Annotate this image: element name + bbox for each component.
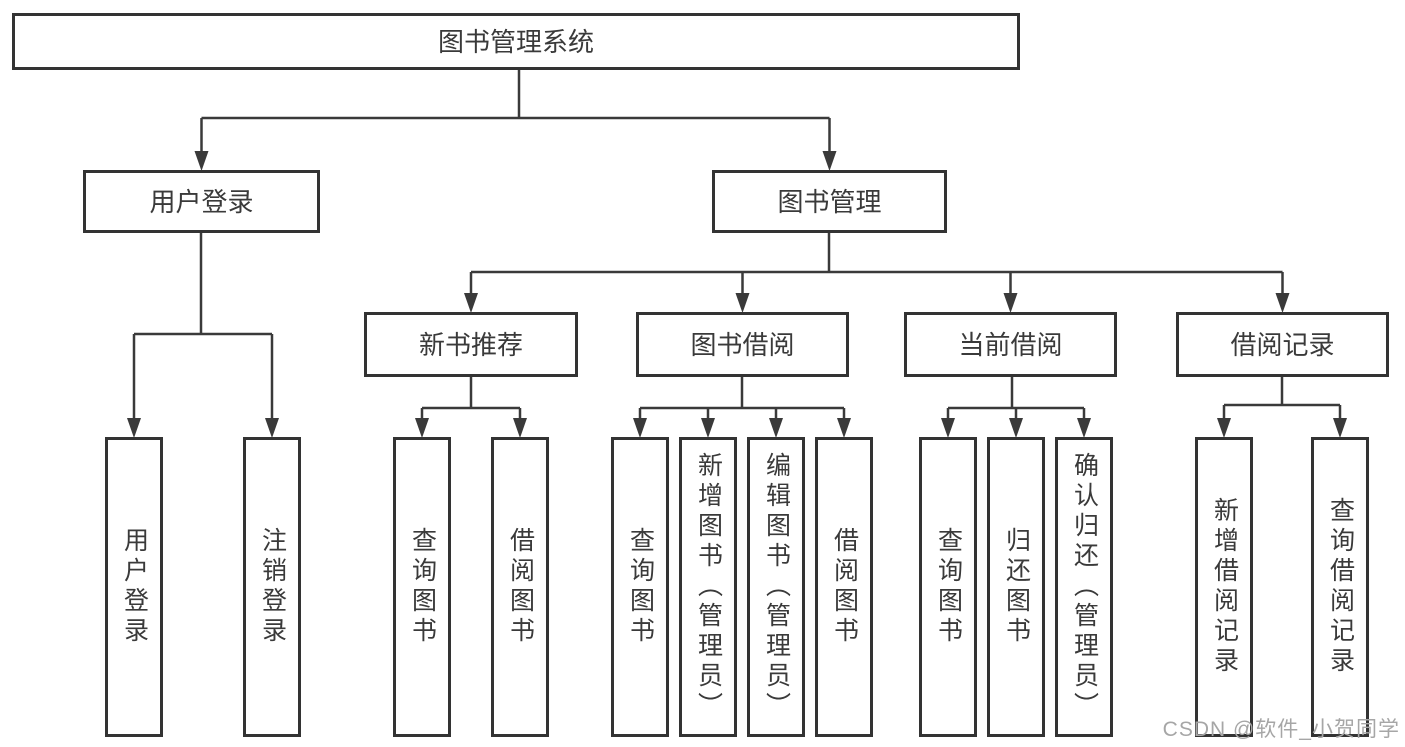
node-box-borrow: 图书借阅 [636,312,849,377]
node-box-leaf-user-login: 用户登录 [105,437,163,737]
node-box-leaf-bw-borrow: 借阅图书 [815,437,873,737]
node-label-leaf-cur-query: 查询图书 [934,527,963,647]
node-label-leaf-bw-edit: 编辑图书（管理员） [762,452,791,722]
node-label-leaf-logout: 注销登录 [258,527,287,647]
arrowhead-icon [822,151,837,171]
node-box-login: 用户登录 [83,170,320,233]
arrowhead-icon [735,293,750,313]
node-box-leaf-logout: 注销登录 [243,437,301,737]
node-label-leaf-nb-borrow: 借阅图书 [506,527,535,647]
node-label-leaf-bw-query: 查询图书 [626,527,655,647]
node-label-leaf-rec-add: 新增借阅记录 [1210,497,1239,677]
node-label-leaf-nb-query: 查询图书 [408,527,437,647]
arrowhead-icon [1009,418,1023,438]
node-label-leaf-cur-return: 归还图书 [1002,527,1031,647]
node-box-current: 当前借阅 [904,312,1117,377]
node-box-leaf-nb-query: 查询图书 [393,437,451,737]
node-label-borrow: 图书借阅 [690,329,795,360]
arrowhead-icon [1003,293,1018,313]
node-box-newbook: 新书推荐 [364,312,578,377]
node-label-leaf-bw-add: 新增图书（管理员） [694,452,723,722]
node-label-root: 图书管理系统 [437,26,594,57]
arrowhead-icon [1275,293,1290,313]
arrowhead-icon [701,418,715,438]
watermark: CSDN @软件_小贺同学 [1162,718,1400,741]
arrowhead-icon [1333,418,1347,438]
arrowhead-icon [265,418,279,438]
arrowhead-icon [941,418,955,438]
arrowhead-icon [769,418,783,438]
node-box-leaf-bw-add: 新增图书（管理员） [679,437,737,737]
arrowhead-icon [464,293,478,313]
arrowhead-icon [633,418,647,438]
arrowhead-icon [194,151,209,171]
arrowhead-icon [127,418,141,438]
node-label-leaf-user-login: 用户登录 [120,527,149,647]
arrowhead-icon [1217,418,1231,438]
node-box-leaf-rec-query: 查询借阅记录 [1311,437,1369,737]
arrowhead-icon [513,418,527,438]
node-label-leaf-bw-borrow: 借阅图书 [830,527,859,647]
node-box-leaf-bw-query: 查询图书 [611,437,669,737]
node-label-newbook: 新书推荐 [418,329,523,360]
node-box-root: 图书管理系统 [12,13,1020,70]
node-label-current: 当前借阅 [958,329,1063,360]
node-box-mgmt: 图书管理 [712,170,947,233]
node-label-leaf-rec-query: 查询借阅记录 [1326,497,1355,677]
arrowhead-icon [415,418,429,438]
node-box-leaf-nb-borrow: 借阅图书 [491,437,549,737]
arrowhead-icon [837,418,851,438]
node-box-leaf-rec-add: 新增借阅记录 [1195,437,1253,737]
arrowhead-icon [1077,418,1091,438]
node-box-leaf-cur-confirm: 确认归还（管理员） [1055,437,1113,737]
node-box-leaf-bw-edit: 编辑图书（管理员） [747,437,805,737]
node-label-login: 用户登录 [149,186,254,217]
node-label-mgmt: 图书管理 [777,186,882,217]
node-box-leaf-cur-return: 归还图书 [987,437,1045,737]
connector-lines [132,70,1342,420]
node-label-leaf-cur-confirm: 确认归还（管理员） [1070,452,1099,722]
node-box-records: 借阅记录 [1176,312,1389,377]
node-label-records: 借阅记录 [1230,329,1335,360]
node-box-leaf-cur-query: 查询图书 [919,437,977,737]
